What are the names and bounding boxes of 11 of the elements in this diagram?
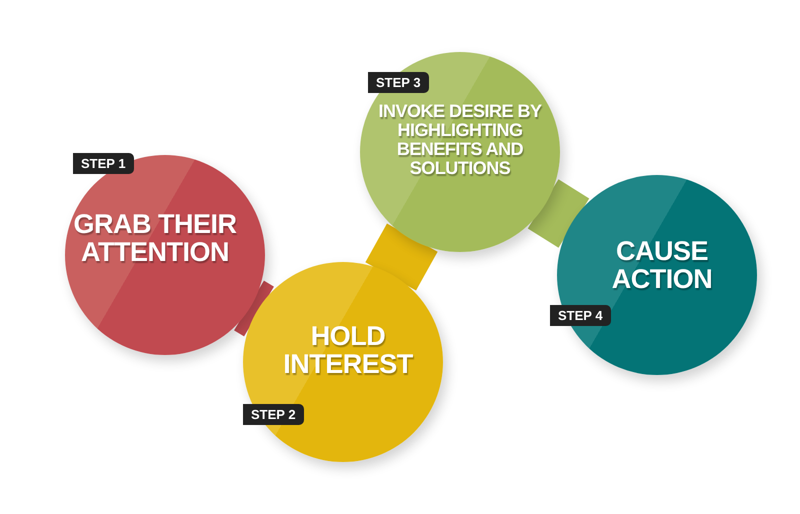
step-tag: STEP 1 (73, 153, 134, 174)
step-tag: STEP 4 (550, 305, 611, 326)
step-title: GRAB THEIR ATTENTION (72, 210, 238, 267)
step-title: HOLD INTEREST (282, 322, 414, 379)
connector-band (234, 280, 274, 336)
connector-band (528, 179, 590, 248)
step-title: CAUSE ACTION (610, 237, 714, 294)
step-tag: STEP 2 (243, 404, 304, 425)
connector-band (365, 224, 438, 290)
step-tag: STEP 3 (368, 72, 429, 93)
step-title: INVOKE DESIRE BY HIGHLIGHTING BENEFITS AND SOLUTIONS (378, 102, 542, 178)
